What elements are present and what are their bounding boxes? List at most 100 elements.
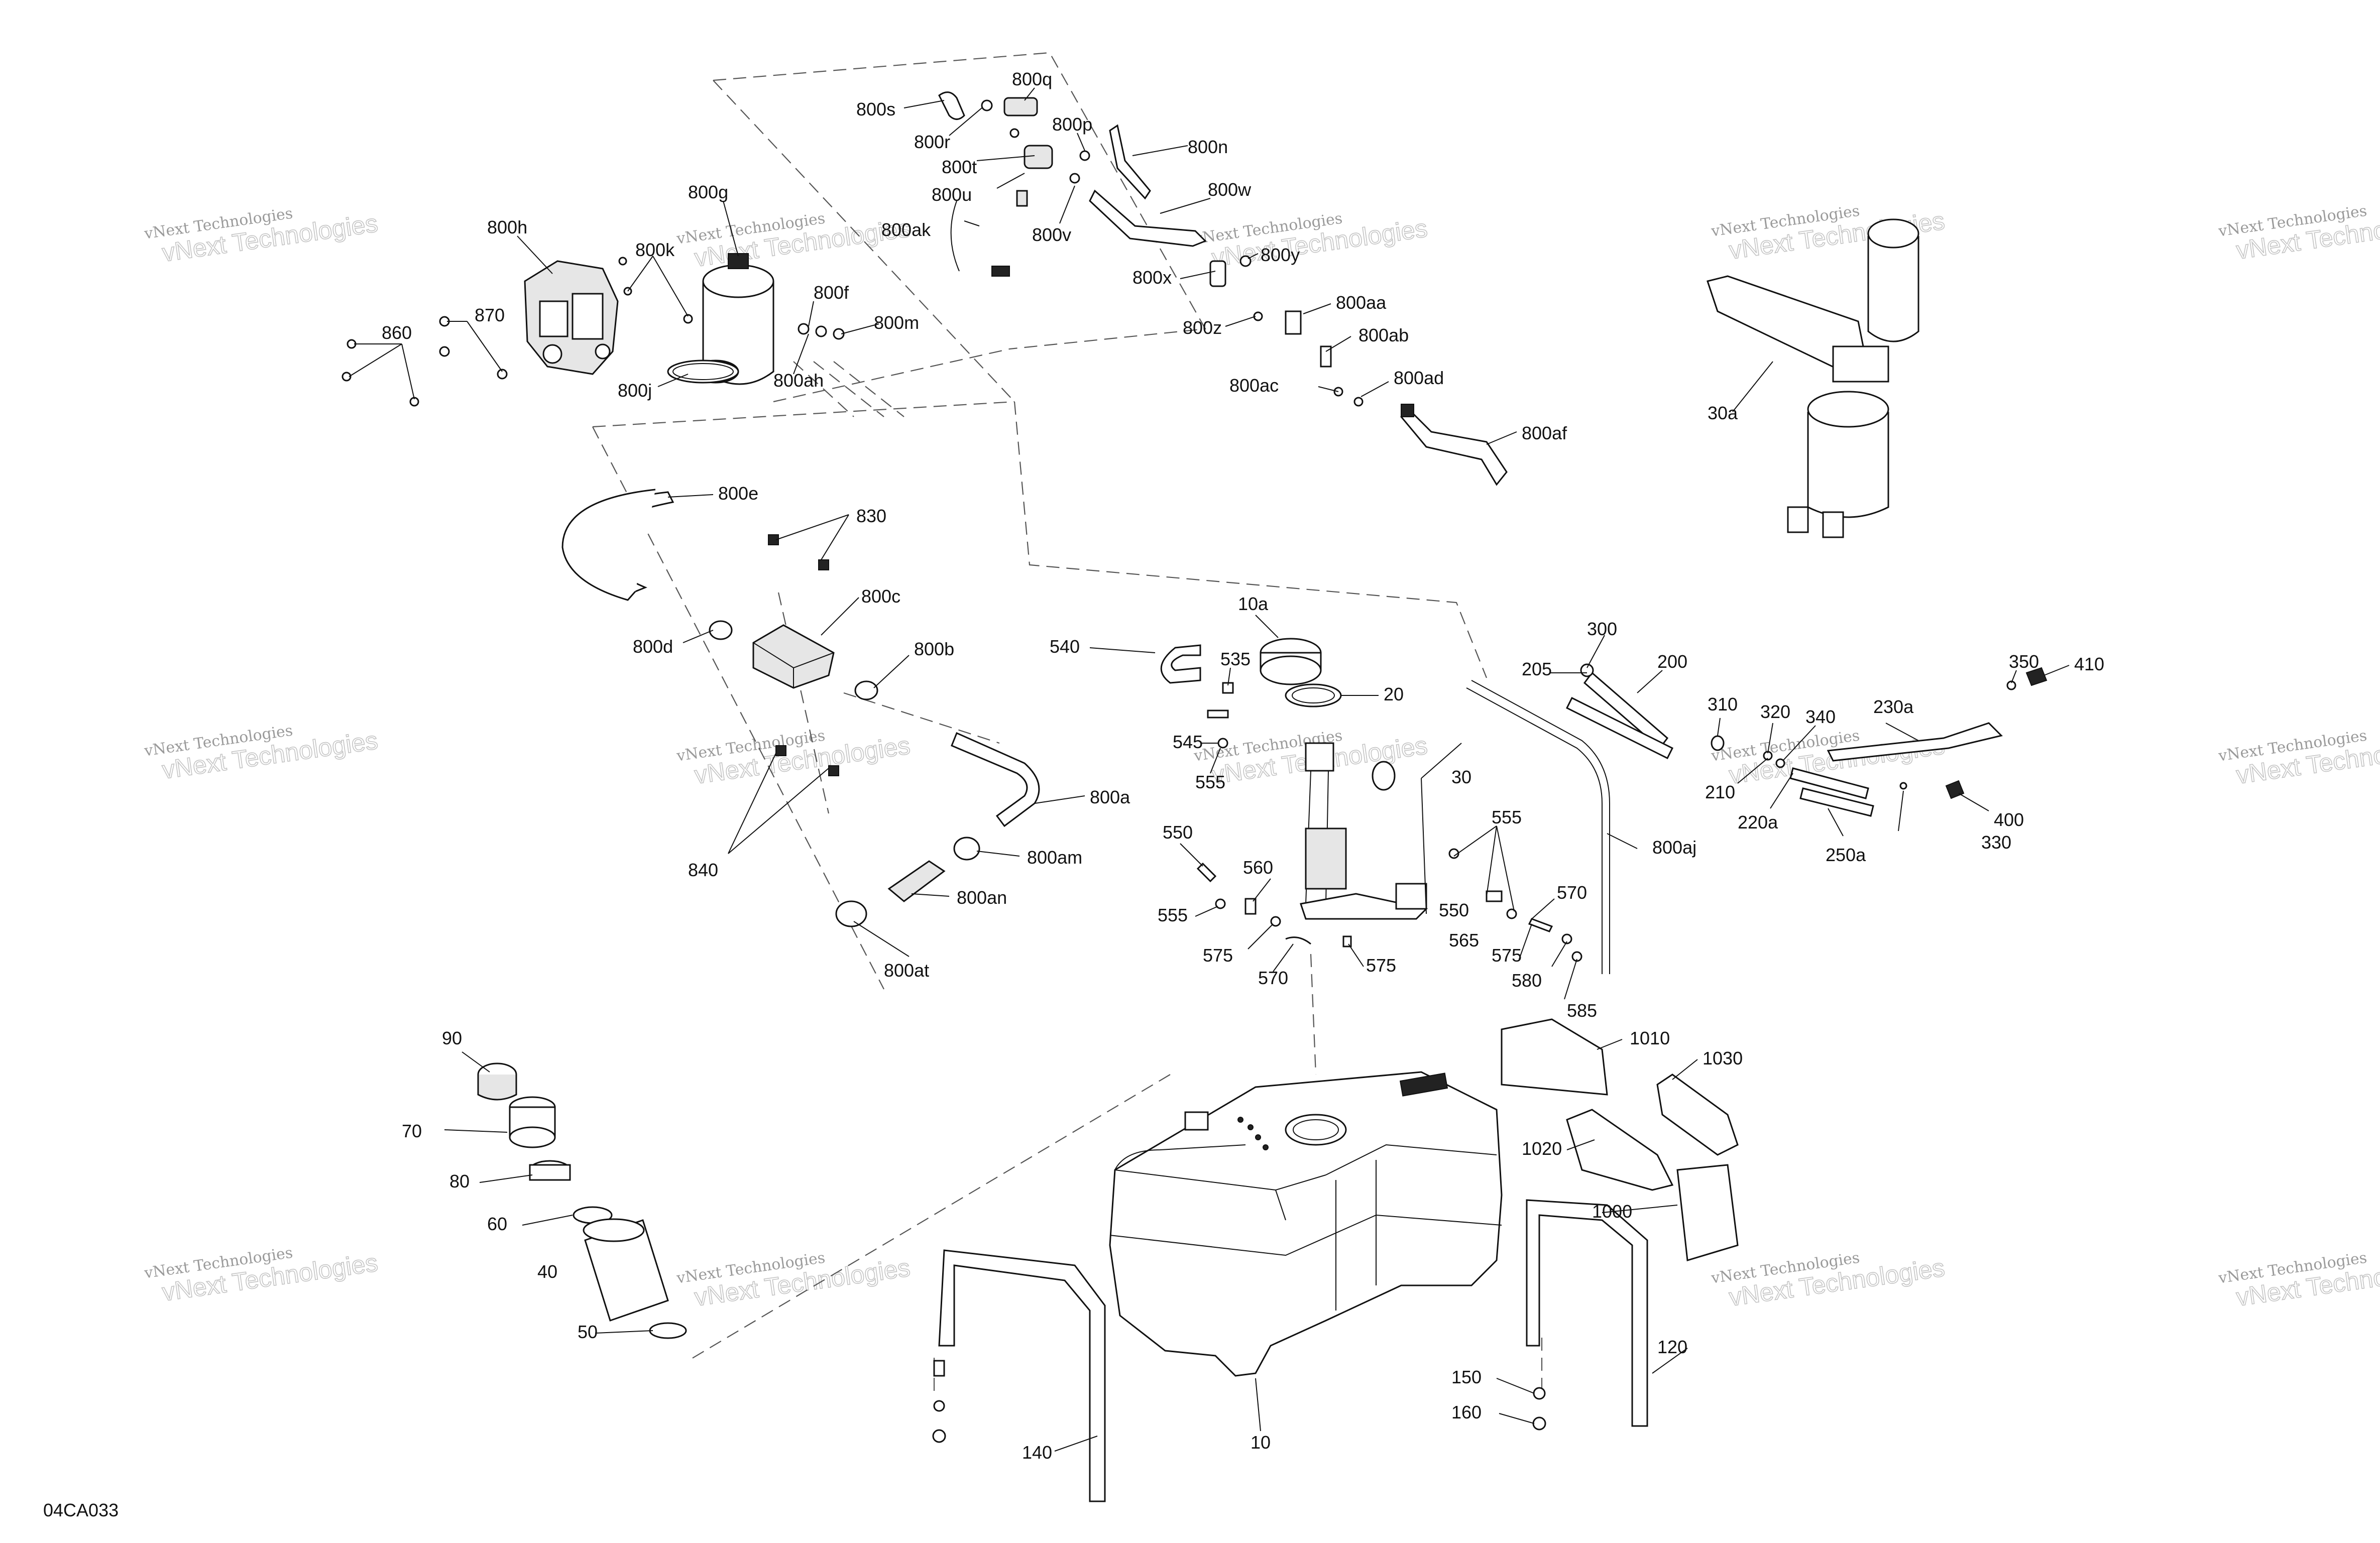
part-label-340: 340 <box>1805 706 1836 727</box>
hose-800af <box>1400 404 1508 486</box>
part-label-830: 830 <box>856 506 886 526</box>
part-label-800aj: 800aj <box>1652 837 1696 858</box>
hose-800a <box>951 732 1040 827</box>
part-label-90: 90 <box>442 1028 462 1048</box>
part-label-800f: 800f <box>814 282 849 303</box>
part-label-10a: 10a <box>1238 594 1269 614</box>
strap-140 <box>932 1249 1106 1502</box>
part-label-50: 50 <box>578 1322 598 1342</box>
part-label-120: 120 <box>1657 1337 1687 1357</box>
part-label-800k: 800k <box>635 240 675 260</box>
part-label-800p: 800p <box>1052 114 1092 135</box>
part-label-800d: 800d <box>633 636 673 657</box>
part-label-800s: 800s <box>856 99 895 120</box>
part-label-230a: 230a <box>1873 696 1914 717</box>
part-label-410: 410 <box>2074 654 2104 674</box>
part-label-555b: 555 <box>1158 905 1188 925</box>
part-label-250a: 250a <box>1826 845 1866 865</box>
filler-hose-40 <box>583 1218 669 1322</box>
fuel-pump-module-30a <box>1707 218 1919 538</box>
sender-unit-30 <box>1300 742 1428 920</box>
part-label-30a: 30a <box>1708 403 1738 423</box>
small-fasteners <box>342 257 845 407</box>
strap-120 <box>1526 1199 1648 1431</box>
part-label-60: 60 <box>487 1214 507 1234</box>
part-label-800y: 800y <box>1261 245 1300 265</box>
hose-540 <box>1160 644 1201 684</box>
hoses-800s-800w <box>938 91 1207 277</box>
part-label-1010: 1010 <box>1630 1028 1670 1048</box>
part-label-800w: 800w <box>1208 179 1252 200</box>
part-label-140: 140 <box>1022 1442 1052 1463</box>
filler-neck-70-80 <box>509 1096 571 1181</box>
part-label-40: 40 <box>537 1261 557 1282</box>
fitting-800an-800am-800at <box>835 837 980 927</box>
part-label-1000: 1000 <box>1592 1201 1632 1222</box>
part-label-220a: 220a <box>1738 812 1778 833</box>
part-label-565: 565 <box>1449 930 1479 951</box>
part-label-800x: 800x <box>1132 267 1172 288</box>
part-label-800am: 800am <box>1027 847 1082 868</box>
small-fittings-545-585 <box>1196 682 1582 962</box>
part-label-800t: 800t <box>942 157 977 177</box>
part-label-30: 30 <box>1451 767 1471 787</box>
part-label-535: 535 <box>1220 649 1251 669</box>
part-label-800r: 800r <box>914 132 950 152</box>
bolts-830-840 <box>768 534 839 776</box>
part-label-585: 585 <box>1567 1000 1597 1021</box>
part-label-800n: 800n <box>1188 137 1228 157</box>
part-label-575b: 575 <box>1366 955 1396 976</box>
part-label-545: 545 <box>1173 732 1203 752</box>
part-label-80: 80 <box>449 1171 470 1192</box>
part-label-800m: 800m <box>874 312 919 333</box>
part-label-800v: 800v <box>1032 224 1071 245</box>
part-label-550b: 550 <box>1439 900 1469 920</box>
part-label-800b: 800b <box>914 639 954 659</box>
fuel-tank-10 <box>1109 1071 1503 1377</box>
part-label-800ac: 800ac <box>1229 375 1279 396</box>
part-label-800aa: 800aa <box>1336 292 1387 313</box>
part-label-300: 300 <box>1587 619 1617 639</box>
part-label-350: 350 <box>2009 651 2039 672</box>
part-label-555c: 555 <box>1492 807 1522 827</box>
filler-cap-90 <box>477 1062 517 1101</box>
part-label-575a: 575 <box>1203 945 1233 966</box>
part-label-400: 400 <box>1994 809 2024 830</box>
hose-800e <box>561 489 674 601</box>
part-label-800af: 800af <box>1522 423 1567 443</box>
part-label-800an: 800an <box>957 887 1007 908</box>
part-label-160: 160 <box>1451 1402 1482 1422</box>
part-label-800g: 800g <box>688 182 728 202</box>
part-label-800a: 800a <box>1090 787 1130 807</box>
leader-lines <box>349 87 2070 1452</box>
part-label-840: 840 <box>688 860 718 880</box>
hose-800aj <box>1466 680 1610 974</box>
part-label-580: 580 <box>1512 970 1542 991</box>
part-label-555a: 555 <box>1195 772 1225 792</box>
part-label-205: 205 <box>1522 659 1552 679</box>
fuel-pump-assembly-800h <box>524 260 619 375</box>
part-label-800at: 800at <box>884 960 929 981</box>
part-label-860: 860 <box>382 322 412 343</box>
part-label-800j: 800j <box>618 380 652 401</box>
connectors-800x-800ad <box>1209 255 1364 407</box>
part-label-150: 150 <box>1451 1367 1482 1387</box>
part-label-210: 210 <box>1705 782 1735 802</box>
clamp-50 <box>649 1322 687 1339</box>
part-label-800ah: 800ah <box>773 370 824 391</box>
part-label-800ak: 800ak <box>881 219 931 240</box>
heat-shields <box>1501 1018 1739 1261</box>
part-label-800e: 800e <box>718 483 758 504</box>
canister-800c <box>752 624 835 689</box>
